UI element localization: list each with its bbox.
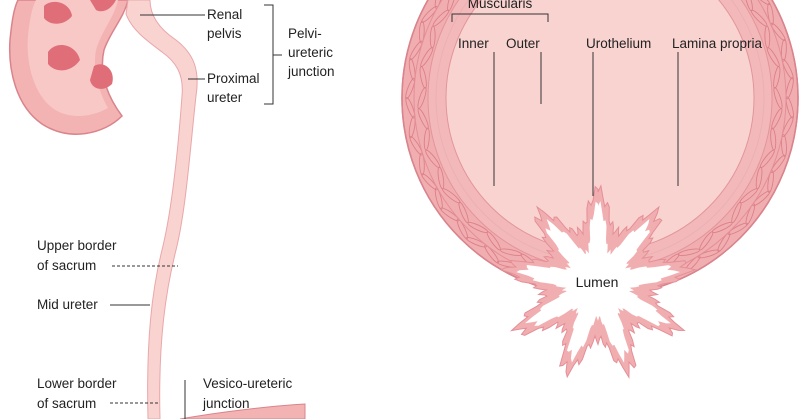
svg-text:of sacrum: of sacrum (37, 258, 96, 273)
svg-text:Upper border: Upper border (37, 238, 117, 253)
label-vesico-ureteric-junction: Vesico-ureteric junction (184, 376, 293, 419)
svg-text:Urothelium: Urothelium (586, 36, 651, 51)
svg-text:junction: junction (202, 396, 250, 411)
renal-pelvis-and-ureter (125, 0, 198, 419)
label-lumen: Lumen (576, 274, 619, 290)
svg-text:Muscularis: Muscularis (468, 0, 533, 11)
label-proximal-ureter: Proximal ureter (188, 71, 260, 105)
svg-text:Pelvi-: Pelvi- (288, 26, 322, 41)
svg-text:ureter: ureter (207, 90, 243, 105)
svg-text:Inner: Inner (458, 36, 489, 51)
label-muscularis: Muscularis (451, 0, 549, 22)
label-renal-pelvis: Renal pelvis (140, 7, 242, 41)
ureter-cross-section (401, 0, 799, 379)
svg-text:Outer: Outer (506, 36, 540, 51)
label-inner: Inner (458, 36, 495, 186)
label-pelvi-ureteric-junction: Pelvi- ureteric junction (264, 4, 335, 105)
renal-pyramid (90, 64, 113, 89)
label-mid-ureter: Mid ureter (37, 297, 150, 312)
svg-text:Vesico-ureteric: Vesico-ureteric (203, 376, 293, 391)
svg-text:ureteric: ureteric (288, 45, 333, 60)
svg-text:of sacrum: of sacrum (37, 396, 96, 411)
renal-pyramid (48, 45, 80, 71)
svg-text:Lamina propria: Lamina propria (672, 36, 763, 51)
lumen (516, 201, 681, 363)
kidney-ureter-illustration (8, 0, 306, 419)
svg-text:Renal: Renal (207, 7, 242, 22)
svg-text:junction: junction (287, 64, 335, 79)
renal-pyramid (44, 1, 72, 24)
svg-text:pelvis: pelvis (207, 26, 242, 41)
svg-text:Proximal: Proximal (207, 71, 260, 86)
bladder-edge (179, 403, 306, 419)
label-urothelium: Urothelium (586, 36, 651, 196)
label-lower-border-of-sacrum: Lower border of sacrum (37, 376, 160, 411)
renal-pyramid (90, 0, 116, 12)
label-lamina-propria: Lamina propria (672, 36, 763, 186)
svg-text:Mid ureter: Mid ureter (37, 297, 98, 312)
label-upper-border-of-sacrum: Upper border of sacrum (37, 238, 178, 273)
svg-text:Lower border: Lower border (37, 376, 117, 391)
label-outer: Outer (506, 36, 542, 104)
